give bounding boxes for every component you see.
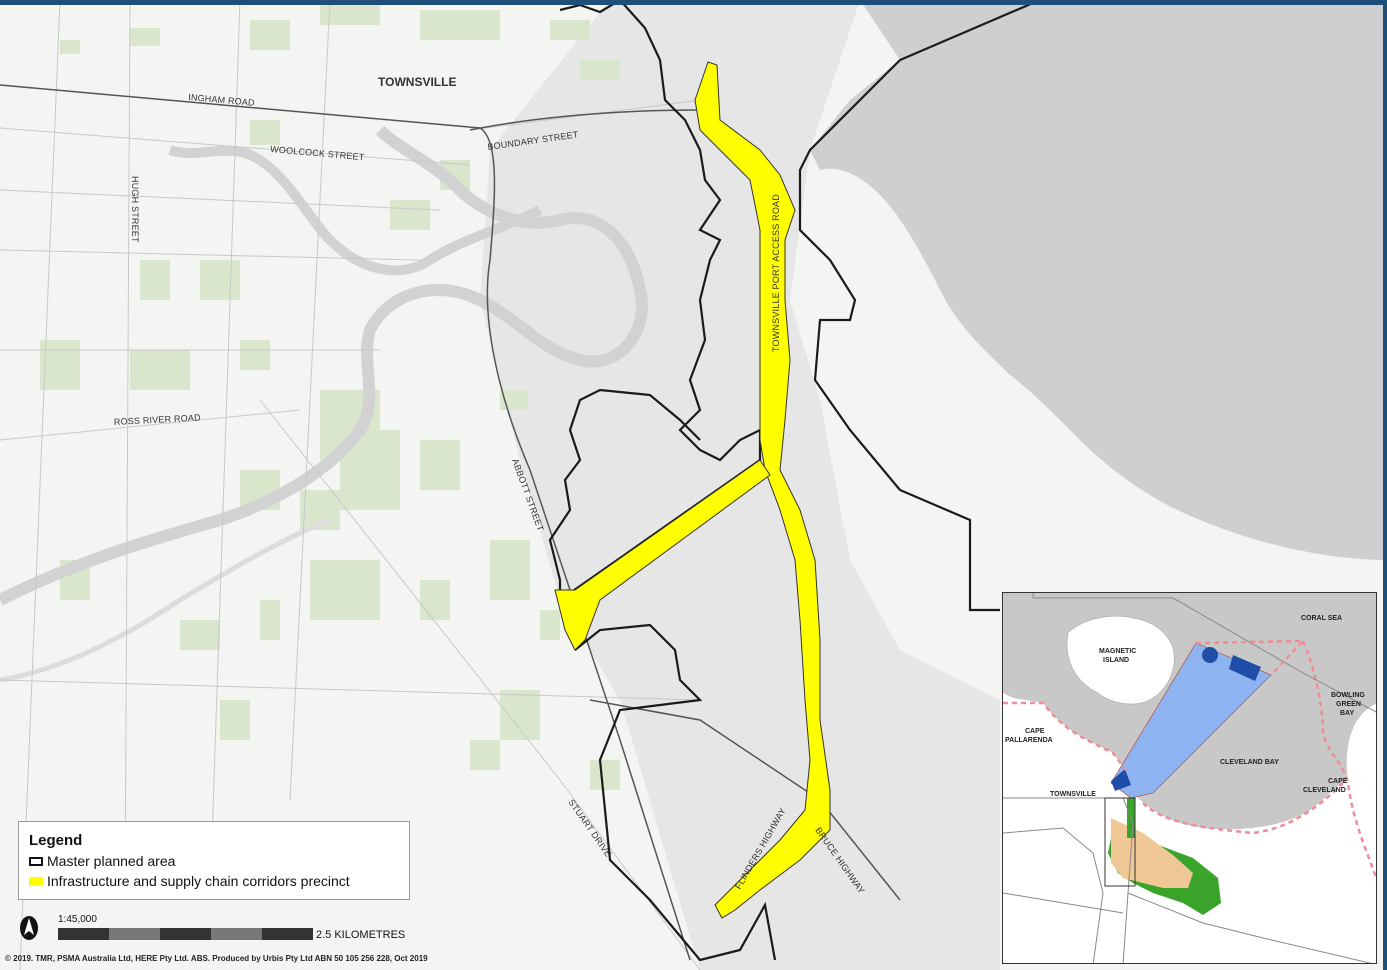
yellow-swatch-icon: [29, 876, 43, 886]
sea-area: [810, 0, 1387, 560]
credits-text: © 2019. TMR, PSMA Australia Ltd, HERE Pt…: [5, 954, 428, 963]
north-arrow-icon: [20, 916, 38, 940]
inset-roads: [1003, 593, 1376, 963]
legend-item-master-planned-area: Master planned area: [29, 851, 399, 871]
map-frame-top: [0, 0, 1387, 5]
label-port-access-road: TOWNSVILLE PORT ACCESS ROAD: [771, 194, 781, 352]
master-planned-area-east: [798, 0, 1041, 612]
inset-label-coral-sea: CORAL SEA: [1301, 615, 1342, 622]
outline-swatch-icon: [29, 856, 43, 866]
corridor-precinct-link: [554, 459, 771, 651]
inset-mainland: [1003, 693, 1376, 963]
scale-bar-segments: [58, 928, 313, 940]
inset-extent-frame: [1104, 797, 1136, 887]
map-frame-right: [1383, 0, 1387, 970]
ross-creek: [168, 145, 543, 276]
legend-item-label: Master planned area: [47, 853, 176, 869]
scale-bar: 1:45,000 2.5 KILOMETRES: [18, 912, 438, 942]
inset-port-dark-strip: [1111, 769, 1131, 791]
corridor-precinct-main: [694, 61, 831, 919]
inset-protected-boundary: [1003, 639, 1376, 882]
inset-port-dark-block: [1229, 655, 1261, 681]
scale-ratio: 1:45,000: [58, 914, 97, 925]
scale-units: 2.5 KILOMETRES: [316, 929, 406, 941]
legend-item-corridor-precinct: Infrastructure and supply chain corridor…: [29, 871, 399, 891]
legend-item-label: Infrastructure and supply chain corridor…: [47, 873, 350, 889]
label-ross-river-road: ROSS RIVER ROAD: [114, 412, 202, 427]
inset-label-townsville: TOWNSVILLE: [1050, 791, 1096, 798]
inset-port-marker-icon: [1202, 647, 1218, 663]
label-hugh-street: HUGH STREET: [130, 176, 140, 243]
legend-title: Legend: [29, 832, 83, 849]
label-townsville: TOWNSVILLE: [378, 75, 456, 89]
legend: Legend Master planned area Infrastructur…: [18, 821, 410, 900]
creek-south: [0, 517, 331, 683]
master-planned-area-south: [574, 623, 777, 962]
inset-label-cleveland-bay: CLEVELAND BAY: [1220, 759, 1279, 766]
master-planned-area: [548, 0, 762, 603]
inset-magnetic-island: [1066, 615, 1175, 705]
